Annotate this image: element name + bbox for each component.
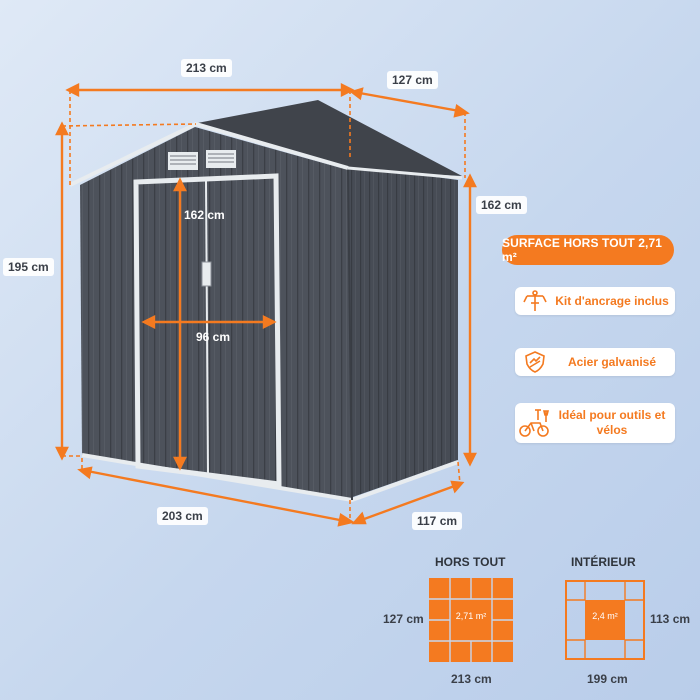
base-depth-label: 117 cm [412,512,463,530]
vent-right [206,150,236,168]
vent-left [168,152,198,170]
feature-anchor-kit-text: Kit d'ancrage inclus [555,293,669,308]
galvanized-shield-icon [515,350,555,374]
outer-footprint-area: 2,71 m² [455,611,487,621]
inner-footprint-depth: 113 cm [650,612,691,626]
shed-front-wall [80,127,352,500]
shed-side-wall [345,165,458,498]
feature-tools-bikes-text: Idéal pour outils et vélos [558,408,666,437]
height-total-label: 195 cm [3,258,54,276]
door-height-label: 162 cm [184,208,225,222]
inner-footprint-width: 199 cm [587,672,628,686]
feature-galvanized: Acier galvanisé [515,348,675,376]
inner-footprint-diagram [565,580,645,660]
outer-footprint-diagram [429,578,513,662]
outer-footprint-title: HORS TOUT [435,555,506,569]
inner-footprint-title: INTÉRIEUR [571,555,636,569]
depth-total-label: 127 cm [387,71,438,89]
tools-bike-icon [515,408,555,438]
base-width-label: 203 cm [157,507,208,525]
wall-height-label: 162 cm [476,196,527,214]
shed-side-roof [192,100,462,176]
width-total-label: 213 cm [181,59,232,77]
surface-badge: SURFACE HORS TOUT 2,71 m² [502,235,674,265]
door-width-label: 96 cm [196,330,231,344]
outer-footprint-depth: 127 cm [383,612,424,626]
door-handle [201,261,212,287]
feature-galvanized-text: Acier galvanisé [567,354,657,369]
feature-tools-bikes: Idéal pour outils et vélos [515,403,675,443]
feature-anchor-kit: Kit d'ancrage inclus [515,287,675,315]
inner-footprint-area: 2,4 m² [592,611,618,621]
door-frame [133,173,282,487]
anchor-kit-icon [515,290,555,312]
outer-footprint-width: 213 cm [451,672,492,686]
